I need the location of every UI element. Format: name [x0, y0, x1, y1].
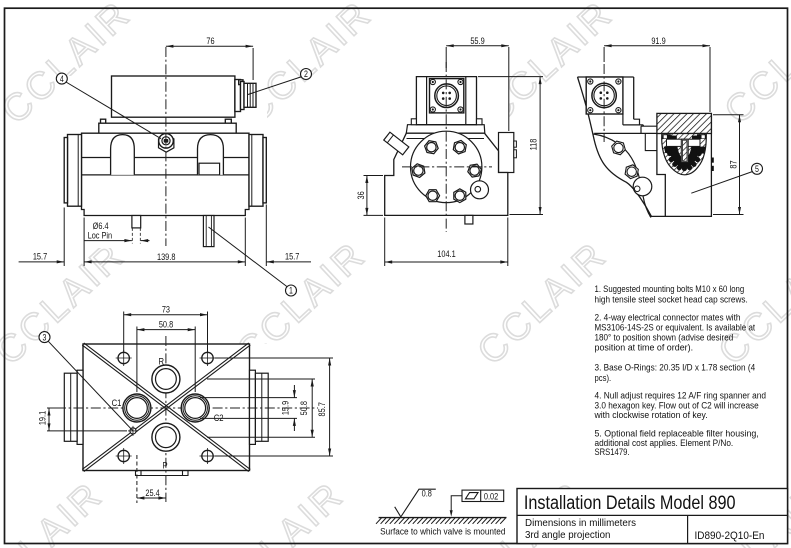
svg-text:15.9: 15.9: [279, 401, 290, 416]
svg-text:with clockwise rotation of key: with clockwise rotation of key.: [594, 409, 708, 420]
svg-text:85.7: 85.7: [316, 402, 327, 417]
svg-text:C2: C2: [214, 412, 224, 423]
svg-text:high tensile steel socket head: high tensile steel socket head cap screw…: [595, 293, 748, 304]
svg-text:1: 1: [289, 286, 293, 296]
svg-text:Ø6.4: Ø6.4: [93, 220, 109, 231]
svg-text:0.02: 0.02: [484, 490, 499, 501]
svg-text:3rd angle projection: 3rd angle projection: [525, 529, 610, 540]
svg-text:MS3106-14S-2S or equivalent. I: MS3106-14S-2S or equivalent. Is availabl…: [595, 322, 756, 333]
svg-text:76: 76: [206, 35, 215, 46]
svg-text:Installation Details Model 890: Installation Details Model 890: [524, 491, 736, 513]
svg-text:19.1: 19.1: [37, 411, 48, 426]
svg-text:2: 2: [304, 69, 308, 79]
svg-text:25.4: 25.4: [145, 487, 160, 498]
svg-text:139.8: 139.8: [157, 251, 176, 262]
svg-text:91.9: 91.9: [651, 35, 666, 46]
svg-text:180° to position shown (advise: 180° to position shown (advise desired: [595, 331, 734, 342]
svg-text:P: P: [163, 460, 168, 471]
svg-text:50.8: 50.8: [159, 318, 174, 329]
svg-text:position at time of order).: position at time of order).: [595, 342, 694, 353]
svg-text:15.7: 15.7: [285, 251, 300, 262]
svg-text:3: 3: [43, 333, 47, 343]
svg-text:SRS1479.: SRS1479.: [595, 446, 630, 457]
svg-text:pcs).: pcs).: [595, 372, 612, 383]
svg-text:104.1: 104.1: [437, 248, 456, 259]
svg-text:Dimensions in millimeters: Dimensions in millimeters: [525, 517, 636, 528]
svg-text:ID890-2Q10-En: ID890-2Q10-En: [695, 530, 765, 542]
svg-text:1. Suggested mounting bolts M1: 1. Suggested mounting bolts M10 x 60 lon…: [595, 283, 745, 294]
svg-text:50.8: 50.8: [298, 401, 309, 416]
svg-text:5. Optional field replaceable: 5. Optional field replaceable filter hou…: [595, 428, 759, 439]
svg-text:3. Base O-Rings: 20.35 I/D x 1: 3. Base O-Rings: 20.35 I/D x 1.78 sectio…: [595, 362, 756, 373]
svg-text:4. Null adjust requires 12 A/F: 4. Null adjust requires 12 A/F ring span…: [595, 390, 767, 401]
svg-text:2. 4-way electrical connector: 2. 4-way electrical connector mates with: [595, 312, 741, 323]
svg-text:4: 4: [60, 74, 64, 84]
svg-text:Surface to which valve is moun: Surface to which valve is mounted: [380, 525, 506, 536]
svg-text:87: 87: [728, 160, 739, 169]
svg-text:additional cost applies. Eleme: additional cost applies. Element P/No.: [595, 437, 734, 448]
svg-text:R: R: [159, 356, 165, 367]
svg-text:Loc Pin: Loc Pin: [88, 230, 113, 241]
svg-text:55.9: 55.9: [470, 35, 485, 46]
svg-text:0.8: 0.8: [422, 487, 433, 498]
svg-text:3.0 hexagon key. Flow out of C: 3.0 hexagon key. Flow out of C2 will inc…: [595, 400, 759, 411]
svg-text:36: 36: [355, 191, 366, 200]
svg-text:73: 73: [162, 304, 171, 315]
svg-text:118: 118: [528, 138, 539, 150]
svg-text:5: 5: [755, 164, 759, 174]
svg-text:C1: C1: [112, 397, 122, 408]
svg-text:15.7: 15.7: [33, 251, 48, 262]
